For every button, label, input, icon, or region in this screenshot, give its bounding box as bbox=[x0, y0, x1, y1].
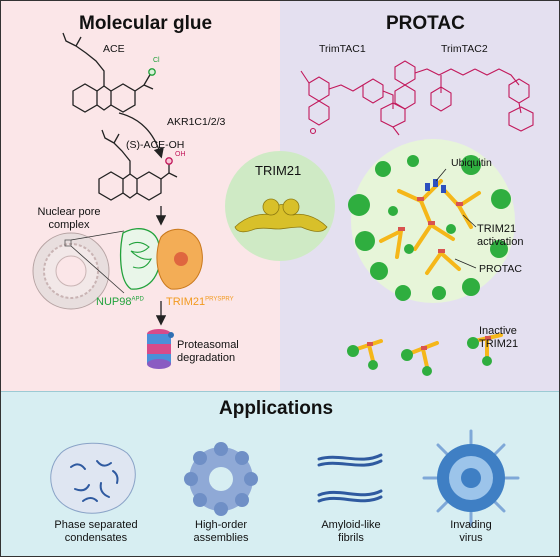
nup98-label: NUP98APD bbox=[96, 296, 144, 308]
activation-line2: activation bbox=[477, 236, 524, 248]
trim21-structure bbox=[234, 198, 328, 233]
application-label-line1: Invading bbox=[450, 519, 492, 531]
activation-line1: TRIM21 bbox=[477, 223, 517, 235]
application-label-line2: fibrils bbox=[338, 532, 364, 544]
application-label-line1: Amyloid-like bbox=[321, 519, 381, 531]
nup98-text: NUP98 bbox=[96, 296, 132, 308]
ace-label: ACE bbox=[103, 43, 125, 55]
trim21-pryspry-label: TRIM21PRYSPRY bbox=[166, 296, 234, 308]
ace-molecule bbox=[62, 32, 156, 113]
application-item-assemblies: High-order assemblies bbox=[166, 519, 276, 545]
inactive-line2: TRIM21 bbox=[479, 338, 519, 350]
inactive-trim21 bbox=[347, 333, 503, 376]
enzyme-label: AKR1C1/2/3 bbox=[167, 116, 226, 128]
ace-oh-molecule bbox=[98, 129, 178, 201]
trim21-superscript: PRYSPRY bbox=[205, 296, 234, 303]
application-label-line2: condensates bbox=[64, 532, 128, 544]
inactive-line1: Inactive bbox=[479, 325, 517, 337]
application-label-line1: Phase separated bbox=[54, 519, 138, 531]
trimtac1-molecule bbox=[300, 70, 406, 136]
activated-trim21-cluster bbox=[348, 139, 515, 303]
nup98-trim21-complex bbox=[119, 228, 203, 290]
degradation-label: Proteasomal degradation bbox=[177, 339, 239, 365]
trimtac1-label: TrimTAC1 bbox=[319, 43, 366, 55]
trimtac2-label: TrimTAC2 bbox=[441, 43, 488, 55]
application-item-condensates: Phase separated condensates bbox=[41, 519, 151, 545]
inactive-trim21-label: Inactive TRIM21 bbox=[479, 325, 518, 351]
trim21-text: TRIM21 bbox=[166, 296, 206, 308]
protac-title: PROTAC bbox=[386, 13, 465, 34]
application-item-virus: Invading virus bbox=[416, 519, 526, 545]
application-item-fibrils: Amyloid-like fibrils bbox=[296, 519, 406, 545]
trim21-center-label: TRIM21 bbox=[255, 163, 302, 178]
application-label-line2: assemblies bbox=[193, 532, 249, 544]
degradation-line2: degradation bbox=[177, 352, 236, 364]
applications-title: Applications bbox=[219, 398, 334, 419]
npc-label-line2: complex bbox=[48, 219, 90, 231]
npc-label-line1: Nuclear pore bbox=[37, 206, 101, 218]
amyloid-fibrils-icon bbox=[317, 453, 383, 503]
trimtac2-molecule bbox=[394, 60, 534, 132]
npc-label: Nuclear pore complex bbox=[29, 206, 109, 232]
product-label: (S)-ACE-OH bbox=[126, 139, 185, 151]
application-label-line2: virus bbox=[459, 532, 483, 544]
hydroxyl-label: OH bbox=[175, 151, 186, 158]
chlorine-label: Cl bbox=[153, 57, 160, 64]
conversion-arrow bbox=[118, 112, 164, 159]
phase-separated-condensates-icon bbox=[50, 442, 136, 514]
invading-virus-icon bbox=[422, 429, 520, 527]
application-label-line1: High-order bbox=[195, 519, 247, 531]
degradation-line1: Proteasomal bbox=[177, 339, 239, 351]
activation-label: TRIM21 activation bbox=[477, 223, 523, 249]
nup98-superscript: APD bbox=[131, 296, 144, 303]
protac-label: PROTAC bbox=[479, 263, 522, 275]
ubiquitin-label: Ubiquitin bbox=[451, 157, 492, 169]
proteasome-icon bbox=[147, 329, 174, 369]
nuclear-pore-complex bbox=[32, 230, 125, 310]
molecular-glue-title: Molecular glue bbox=[79, 13, 213, 34]
high-order-assemblies-icon bbox=[184, 442, 258, 516]
